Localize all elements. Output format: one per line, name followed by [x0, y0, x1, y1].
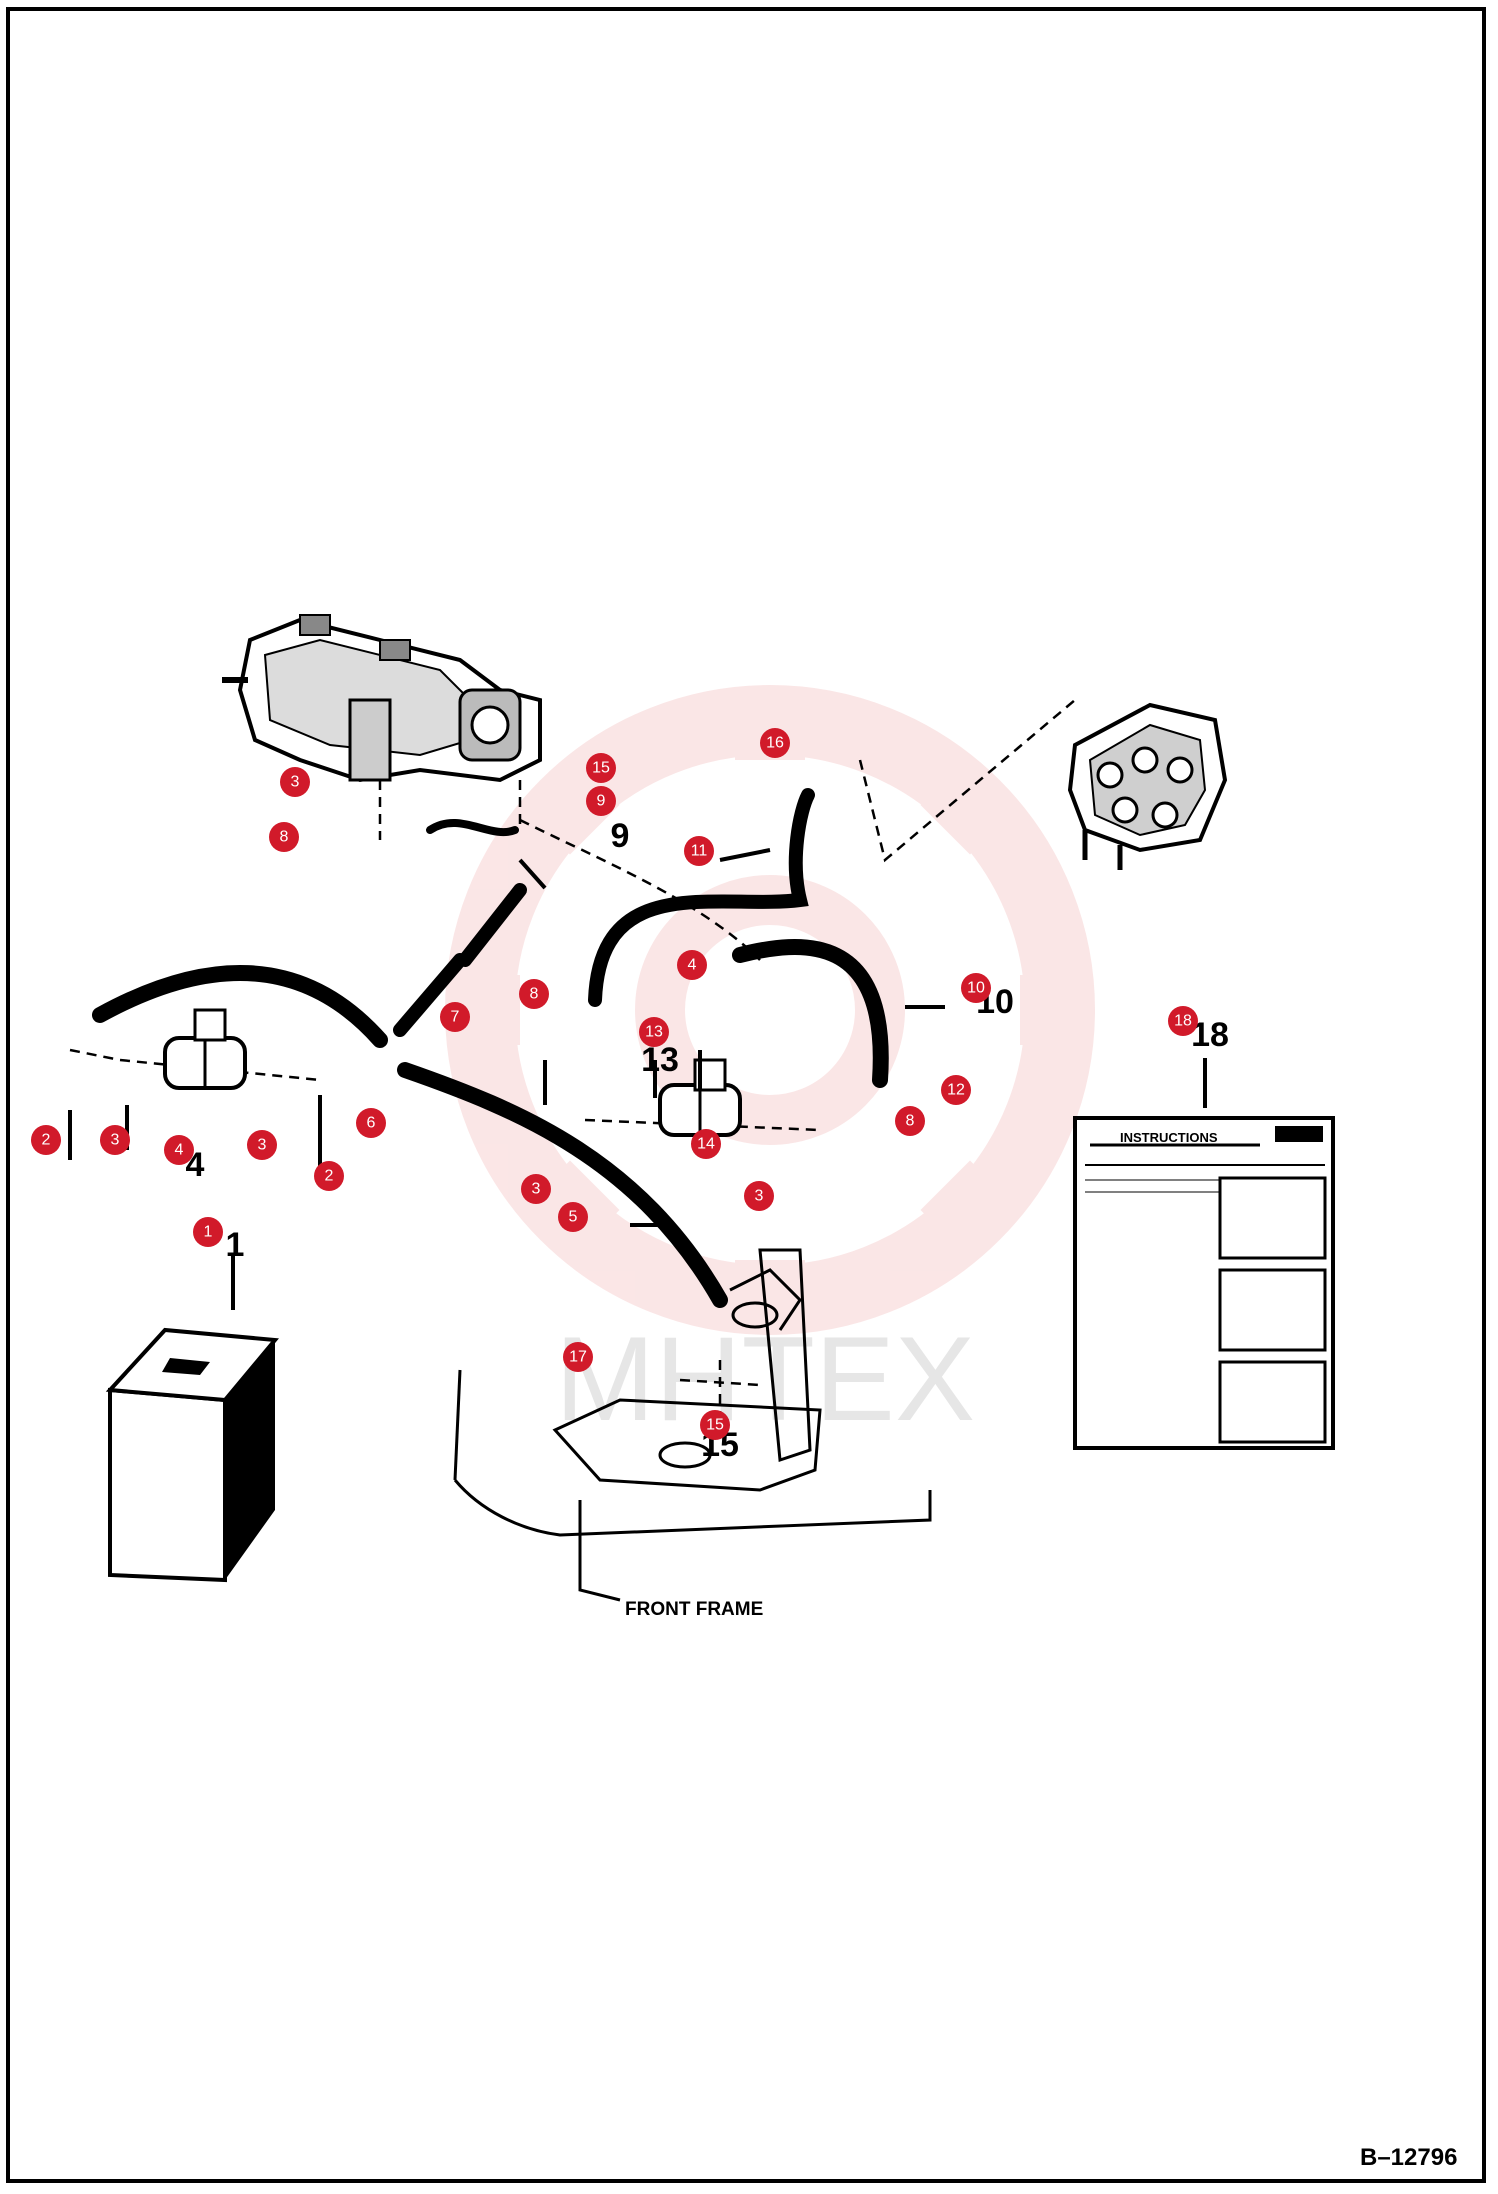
callout-4b: 4	[677, 950, 707, 980]
svg-text:4: 4	[688, 957, 697, 974]
hoses	[92, 788, 889, 1308]
svg-text:6: 6	[367, 1115, 376, 1132]
svg-text:15: 15	[592, 760, 610, 777]
callout-12: 12	[941, 1075, 971, 1105]
callout-13: 13	[639, 1017, 669, 1047]
callout-1: 1	[193, 1217, 223, 1247]
callout-8a: 8	[269, 822, 299, 852]
svg-text:4: 4	[175, 1142, 184, 1159]
callout-10: 10	[961, 973, 991, 1003]
svg-text:5: 5	[569, 1209, 578, 1226]
watermark-text: MHTEX	[555, 1312, 975, 1446]
svg-text:3: 3	[755, 1188, 764, 1205]
svg-text:16: 16	[766, 735, 784, 752]
callout-2b: 2	[314, 1161, 344, 1191]
callout-14: 14	[691, 1129, 721, 1159]
callout-6: 6	[356, 1108, 386, 1138]
front-frame-illustration	[453, 1248, 932, 1602]
callout-3b: 3	[100, 1125, 130, 1155]
callout-15b: 15	[700, 1410, 730, 1440]
svg-text:18: 18	[1174, 1013, 1192, 1030]
page-border	[6, 7, 1486, 2183]
svg-text:13: 13	[645, 1024, 663, 1041]
callout-4a: 4	[164, 1135, 194, 1165]
svg-text:11: 11	[691, 843, 708, 860]
callout-3e: 3	[744, 1181, 774, 1211]
callout-11: 11	[684, 836, 714, 866]
callout-3c: 3	[247, 1130, 277, 1160]
svg-text:8: 8	[530, 986, 539, 1003]
figure-reference: B–12796	[1360, 2144, 1457, 2171]
battery-illustration	[105, 1327, 279, 1583]
callouts: 1 2 2 3 3 3 3 3 4 4 5 6 7 8 8 8 9 10 11 …	[31, 728, 1198, 1440]
svg-text:3: 3	[532, 1181, 541, 1198]
decal-title: INSTRUCTIONS	[1120, 1130, 1218, 1145]
part-number-leaders	[68, 848, 1207, 1310]
svg-text:2: 2	[325, 1168, 334, 1185]
injection-pump-illustration	[222, 614, 542, 783]
control-valve-illustration	[1067, 702, 1228, 870]
callout-3a: 3	[280, 767, 310, 797]
callout-8c: 8	[895, 1106, 925, 1136]
svg-text:15: 15	[706, 1417, 724, 1434]
callout-9: 9	[586, 786, 616, 816]
filter-left	[163, 1008, 247, 1090]
svg-text:8: 8	[906, 1113, 915, 1130]
front-frame-label: FRONT FRAME	[625, 1599, 763, 1620]
svg-text:3: 3	[111, 1132, 120, 1149]
svg-text:1: 1	[226, 1226, 245, 1264]
svg-text:8: 8	[280, 829, 289, 846]
svg-text:14: 14	[697, 1136, 715, 1153]
instructions-decal: INSTRUCTIONS	[1073, 1116, 1335, 1450]
svg-text:10: 10	[967, 980, 985, 997]
svg-text:3: 3	[258, 1137, 267, 1154]
callout-5: 5	[558, 1202, 588, 1232]
callout-18: 18	[1168, 1006, 1198, 1036]
svg-text:17: 17	[569, 1349, 587, 1366]
svg-text:1: 1	[204, 1224, 213, 1241]
svg-text:12: 12	[947, 1082, 965, 1099]
svg-text:2: 2	[42, 1132, 51, 1149]
dashed-leaders	[69, 699, 1076, 1430]
svg-text:9: 9	[597, 793, 606, 810]
svg-text:7: 7	[451, 1009, 460, 1026]
callout-3d: 3	[521, 1174, 551, 1204]
callout-8b: 8	[519, 979, 549, 1009]
callout-7: 7	[440, 1002, 470, 1032]
callout-2a: 2	[31, 1125, 61, 1155]
callout-15a: 15	[586, 753, 616, 783]
svg-text:13: 13	[641, 1041, 679, 1079]
callout-16: 16	[760, 728, 790, 758]
svg-text:9: 9	[611, 817, 630, 855]
svg-text:3: 3	[291, 774, 300, 791]
callout-17: 17	[563, 1342, 593, 1372]
